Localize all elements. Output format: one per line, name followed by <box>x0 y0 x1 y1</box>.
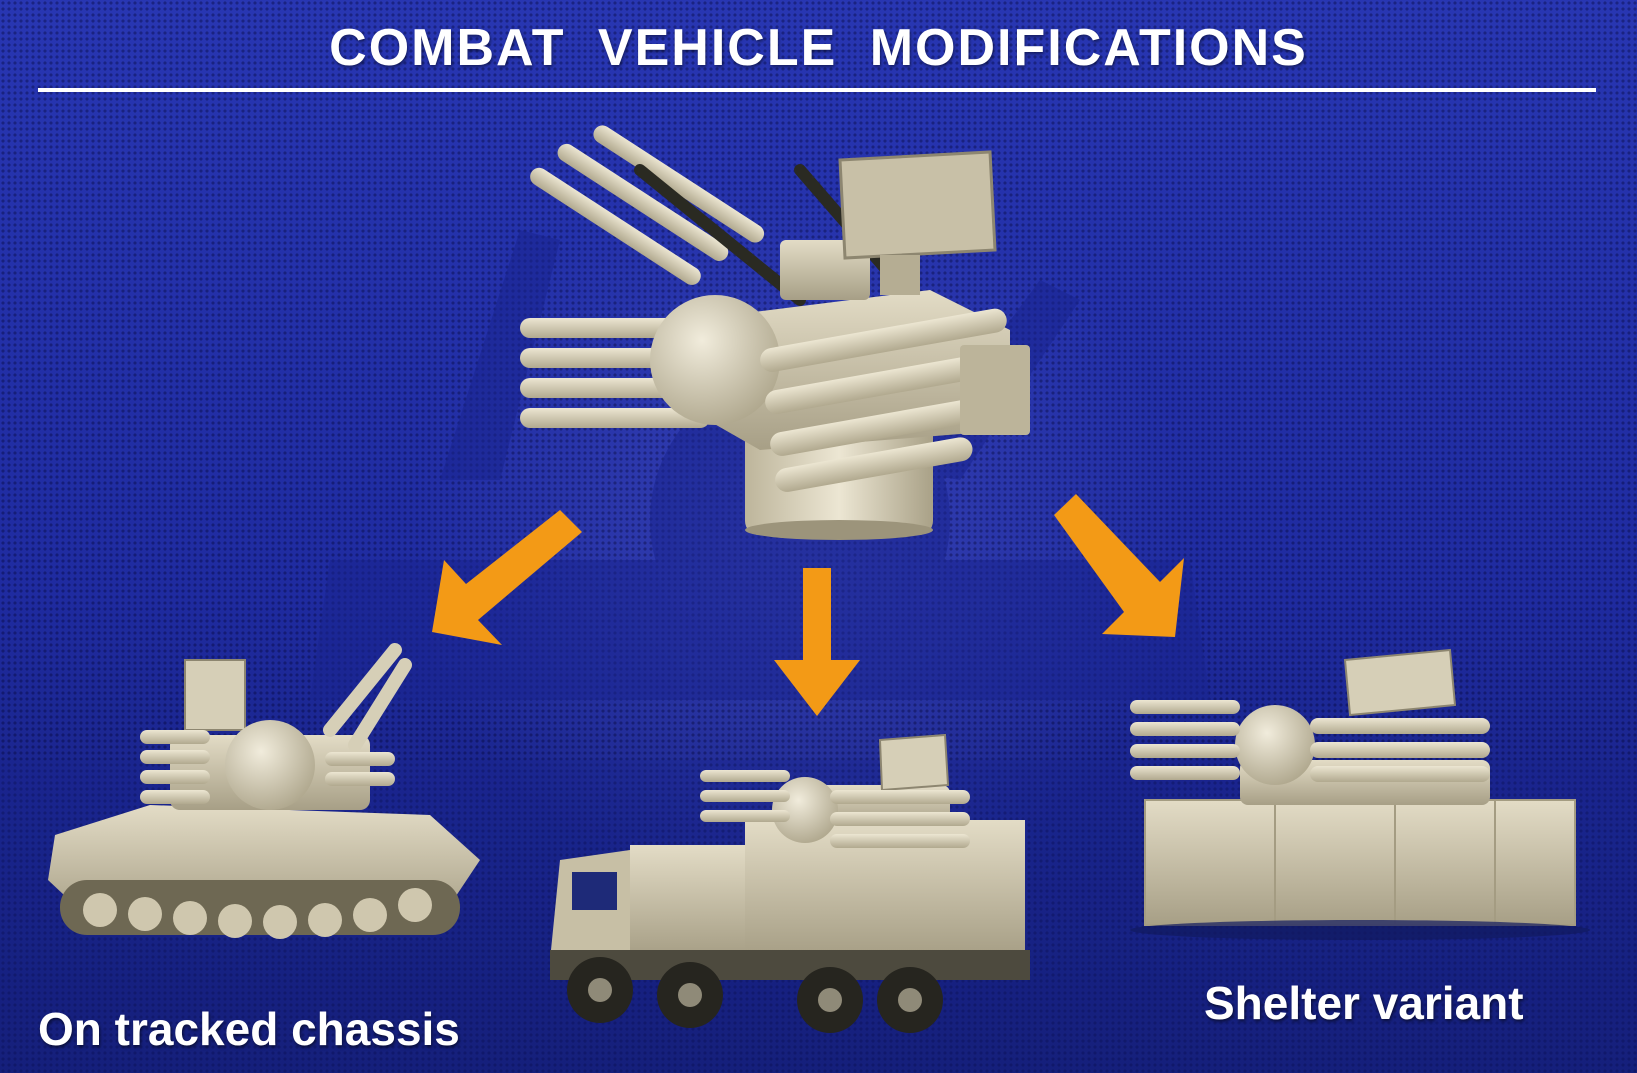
arrow-to-shelter <box>1054 494 1184 637</box>
caption-shelter-variant: Shelter variant <box>1204 977 1524 1029</box>
title-underline <box>38 88 1596 92</box>
arrow-to-tracked <box>432 510 582 645</box>
radar-panel <box>838 150 997 295</box>
right-missile-tubes <box>760 308 1017 492</box>
tracked-chassis-vehicle-image <box>48 643 480 939</box>
upper-gun-barrels <box>530 125 765 285</box>
page-title: COMBAT VEHICLE MODIFICATIONS <box>329 19 1308 77</box>
arrow-to-truck <box>774 568 860 716</box>
combat-module-image <box>520 125 1030 540</box>
caption-tracked-chassis: On tracked chassis <box>38 1003 460 1055</box>
shelter-variant-vehicle-image <box>1130 648 1590 940</box>
wheeled-truck-vehicle-image <box>550 733 1030 1033</box>
